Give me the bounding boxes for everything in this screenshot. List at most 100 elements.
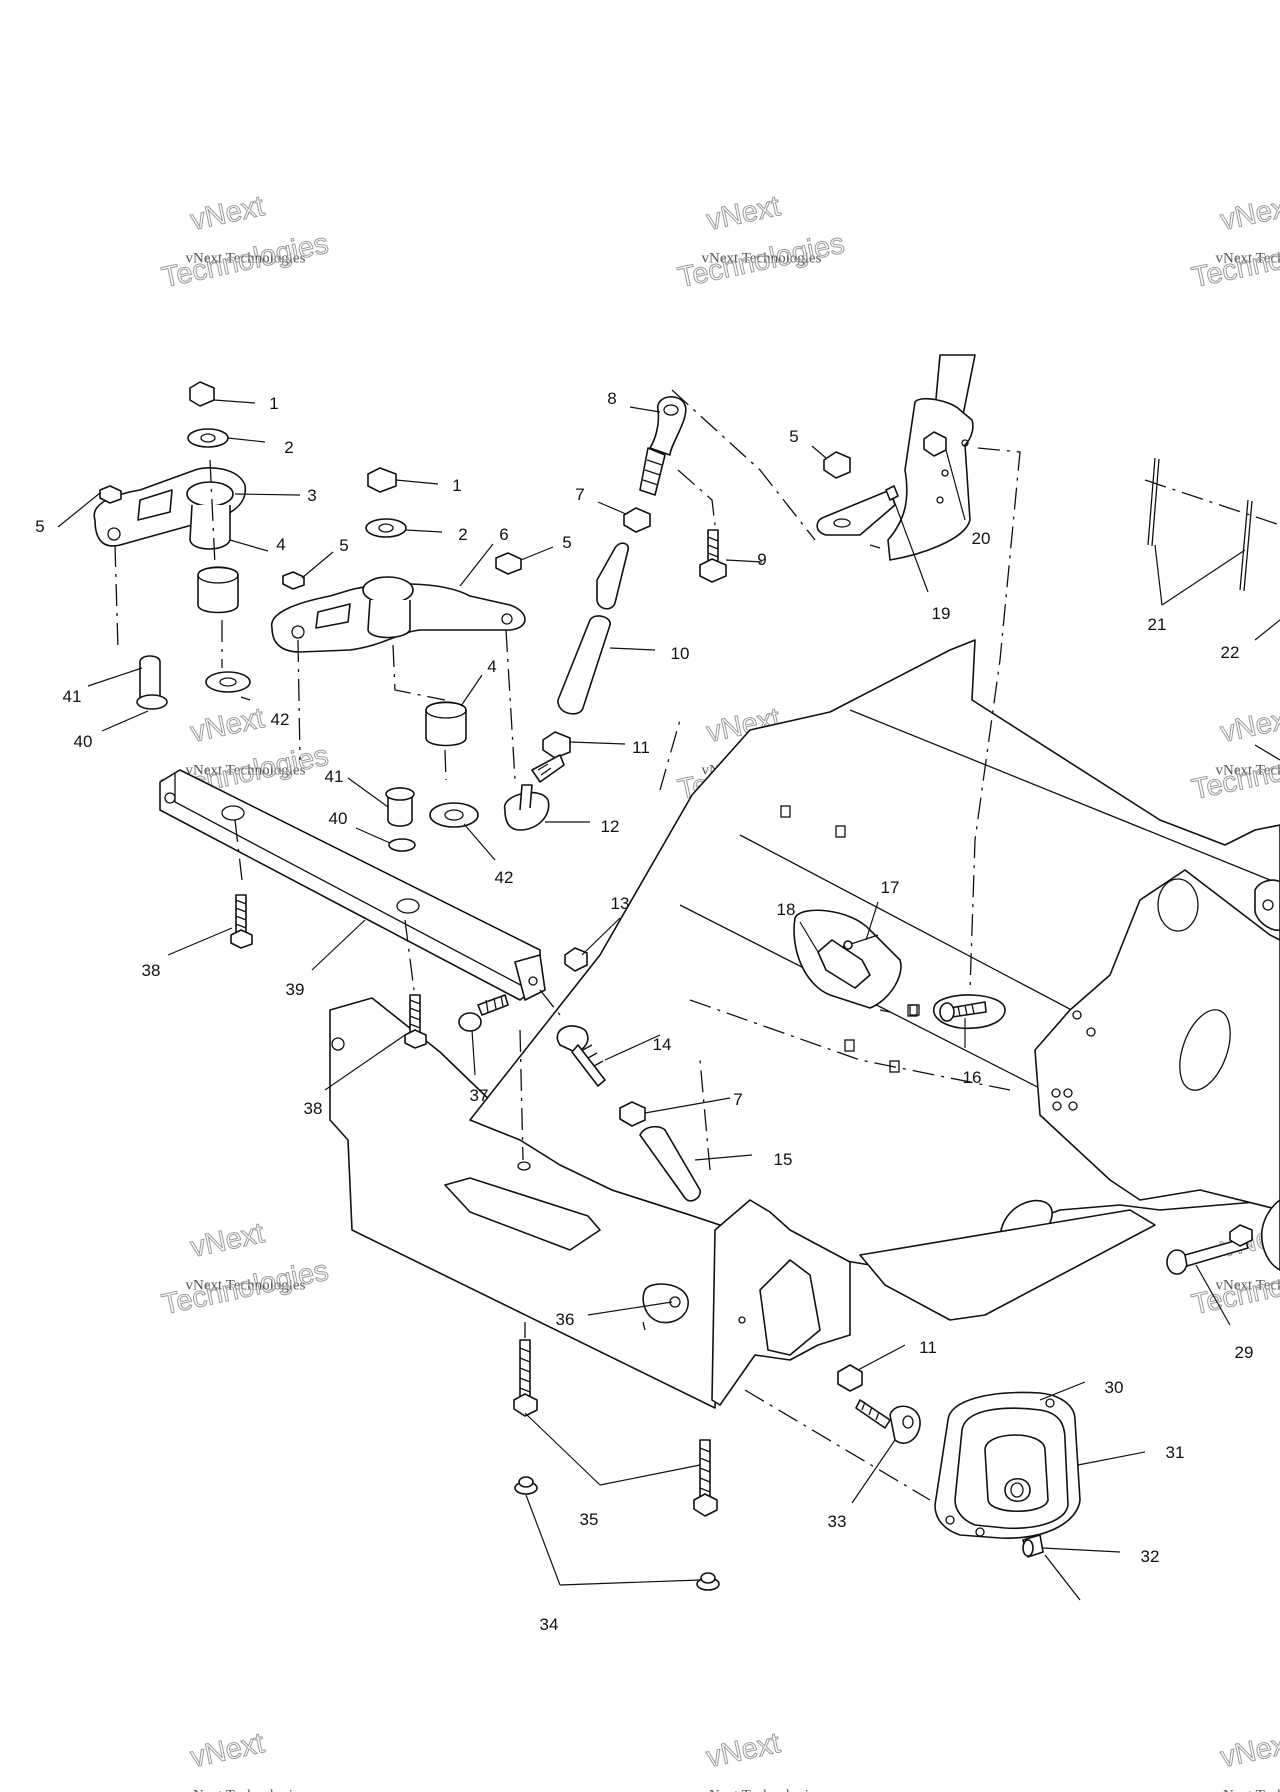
watermark-large-bottom: Technologies <box>1189 228 1280 294</box>
watermark-small: vNext Technologies <box>186 250 306 266</box>
watermark-large-top: vNext <box>1218 1727 1280 1774</box>
callout-11: 11 <box>919 1338 937 1357</box>
callout-39: 39 <box>286 980 305 999</box>
callout-29: 29 <box>1235 1343 1254 1362</box>
watermark-large-bottom: Technologies <box>675 228 847 294</box>
callout-36: 36 <box>556 1310 575 1329</box>
bracket-17-18 <box>793 909 920 1016</box>
bolt-38-left <box>230 894 253 949</box>
callout-8: 8 <box>607 389 616 408</box>
watermark-large-top: vNext <box>188 702 267 749</box>
watermark: vNext vNext Technologies Technologies <box>159 190 332 295</box>
watermark: vNext vNext Technologies <box>702 1727 822 1792</box>
callout-2: 2 <box>284 438 293 457</box>
callout-9: 9 <box>757 550 766 569</box>
callout-1: 1 <box>452 476 461 495</box>
steering-column <box>816 354 1021 991</box>
watermark-small: vNext Technologies <box>1216 762 1280 778</box>
callout-13: 13 <box>611 894 630 913</box>
callout-30: 30 <box>1105 1378 1124 1397</box>
cross-shaft-39 <box>159 769 546 1001</box>
callout-41: 41 <box>325 767 344 786</box>
callout-5: 5 <box>562 533 571 552</box>
leader-lines <box>57 399 1280 1586</box>
watermark-small: vNext Technologies <box>186 1787 306 1792</box>
callout-5: 5 <box>35 517 44 536</box>
watermark-small: vNext Technologies <box>186 762 306 778</box>
bolt-37 <box>458 994 531 1171</box>
callout-41: 41 <box>63 687 82 706</box>
pivot-arm-left <box>93 381 251 710</box>
nut-34 <box>514 1476 720 1591</box>
watermark: vNext vNext Technologies Technologies <box>675 190 848 295</box>
watermark-large-bottom: Technologies <box>1189 740 1280 806</box>
callout-38: 38 <box>304 1099 323 1118</box>
bolt-16 <box>933 994 1006 1030</box>
watermark: vNext vNext Technologies Technologies <box>1189 190 1280 295</box>
callout-7: 7 <box>733 1090 742 1109</box>
boot-30-31 <box>934 1391 1081 1539</box>
callout-5: 5 <box>339 536 348 555</box>
callout-35: 35 <box>580 1510 599 1529</box>
watermark-large-top: vNext <box>704 1727 783 1774</box>
watermark-large-bottom: Technologies <box>159 228 331 294</box>
callout-22: 22 <box>1221 643 1240 662</box>
callout-31: 31 <box>1166 1443 1185 1462</box>
callout-21: 21 <box>1148 615 1167 634</box>
watermark: vNext vNext Technologies <box>186 1727 306 1792</box>
callout-17: 17 <box>881 878 900 897</box>
watermark-small: vNext Technologies <box>1216 250 1280 266</box>
callout-42: 42 <box>495 868 514 887</box>
watermark-large-top: vNext <box>188 1217 267 1264</box>
watermark-large-top: vNext <box>1218 702 1280 749</box>
pivot-arm-center <box>271 467 526 852</box>
bolt-29 <box>1166 1199 1280 1275</box>
bolt-35-right <box>693 1439 718 1517</box>
callout-33: 33 <box>828 1512 847 1531</box>
callout-20: 20 <box>972 529 991 548</box>
callout-32: 32 <box>1141 1547 1160 1566</box>
watermark-small: vNext Technologies <box>702 1787 822 1792</box>
watermark-large-bottom: Technologies <box>159 1255 331 1321</box>
callout-6: 6 <box>499 525 508 544</box>
rod-end-33 <box>744 1364 931 1501</box>
bolt-38-center <box>404 994 427 1049</box>
watermark-large-top: vNext <box>188 190 267 237</box>
callout-16: 16 <box>963 1068 982 1087</box>
callout-14: 14 <box>653 1035 672 1054</box>
callout-19: 19 <box>932 604 951 623</box>
callout-15: 15 <box>774 1150 793 1169</box>
watermark-small: vNext Technologies <box>186 1277 306 1293</box>
callout-10: 10 <box>671 644 690 663</box>
watermark-large-top: vNext <box>704 190 783 237</box>
bracket-right-edge <box>1254 744 1280 931</box>
watermark-large-bottom: Technologies <box>1189 1255 1280 1321</box>
callout-3: 3 <box>307 486 316 505</box>
watermark-small: vNext Technologies <box>1216 1277 1280 1293</box>
callout-37: 37 <box>470 1086 489 1105</box>
watermark-large-top: vNext <box>1218 190 1280 237</box>
watermark-small: vNext Technologies <box>1216 1787 1280 1792</box>
watermark-large-top: vNext <box>188 1727 267 1774</box>
callout-38: 38 <box>142 961 161 980</box>
watermark: vNext vNext Technologies Technologies <box>1189 702 1280 807</box>
watermark-small: vNext Technologies <box>702 250 822 266</box>
callout-40: 40 <box>329 809 348 828</box>
callout-11: 11 <box>632 738 650 757</box>
callout-42: 42 <box>271 710 290 729</box>
callout-18: 18 <box>777 900 796 919</box>
callout-4: 4 <box>487 657 496 676</box>
callout-7: 7 <box>575 485 584 504</box>
callout-2: 2 <box>458 525 467 544</box>
watermark: vNext vNext Technologies Technologies <box>159 1217 332 1322</box>
callout-12: 12 <box>601 817 620 836</box>
callout-5: 5 <box>789 427 798 446</box>
watermark: vNext vNext Technologies <box>1216 1727 1280 1792</box>
callout-40: 40 <box>74 732 93 751</box>
callout-1: 1 <box>269 394 278 413</box>
callout-4: 4 <box>276 535 285 554</box>
bolt-35-left <box>513 1322 538 1417</box>
callout-34: 34 <box>540 1615 559 1634</box>
